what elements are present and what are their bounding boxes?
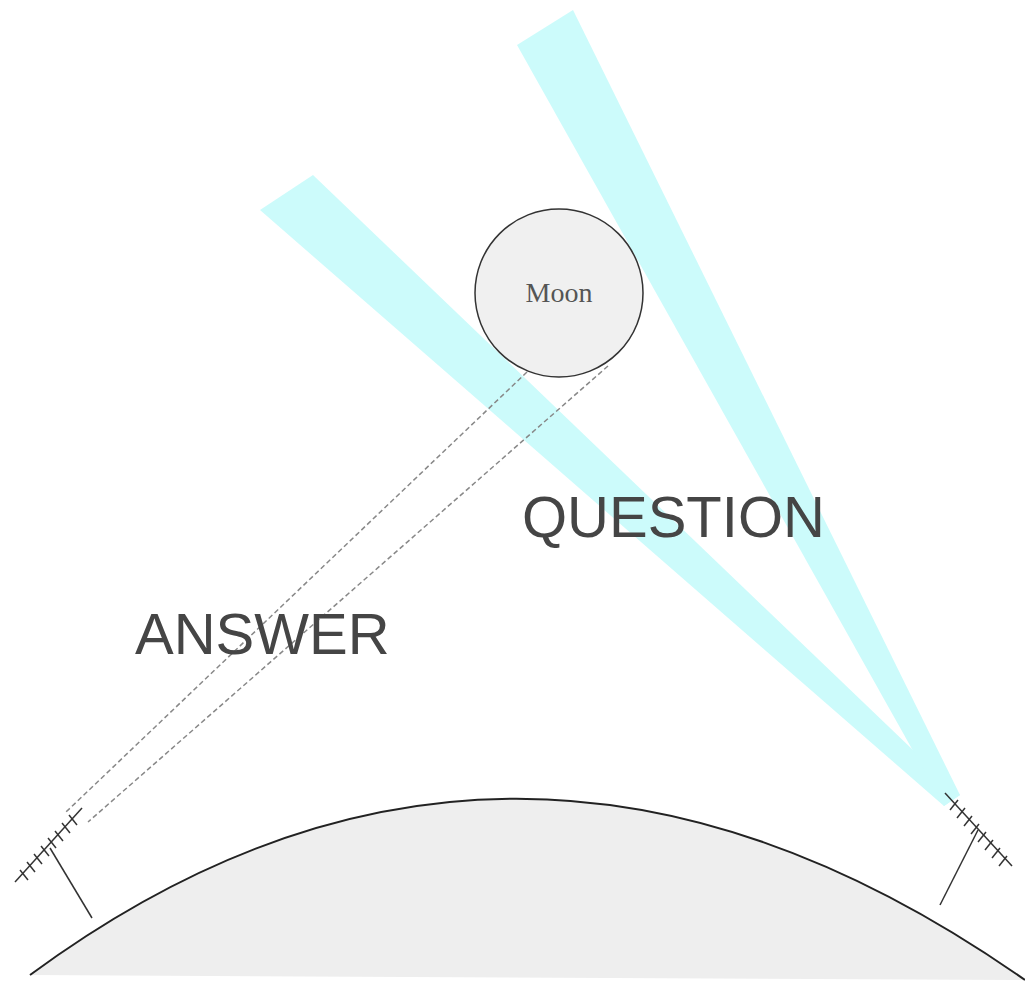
moon-circle: Moon bbox=[474, 208, 644, 378]
earth-outline bbox=[30, 799, 1025, 980]
beam-label: ANSWER bbox=[135, 605, 390, 663]
node-label: Moon bbox=[526, 277, 593, 309]
beam bbox=[260, 175, 960, 806]
antenna bbox=[15, 808, 92, 918]
beam-label: QUESTION bbox=[522, 488, 825, 546]
beam bbox=[517, 10, 960, 806]
antenna bbox=[940, 793, 1012, 905]
earth-fill bbox=[30, 799, 1025, 980]
echo-line bbox=[88, 366, 608, 822]
echo-line bbox=[66, 372, 527, 812]
